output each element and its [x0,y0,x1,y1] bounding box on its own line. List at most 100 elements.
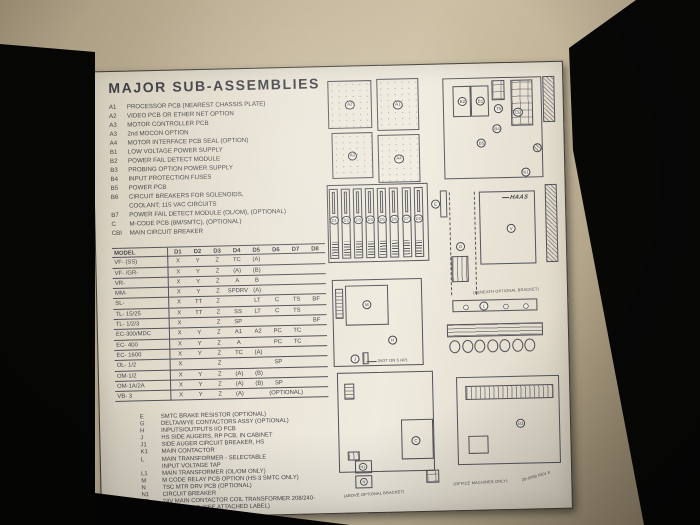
coil [499,338,511,353]
drive-cell: TT [194,299,203,306]
assembly-code: C [111,220,117,228]
major-sub-assemblies-label: MAJOR SUB-ASSEMBLIES A1 PROCESSOR PCB (N… [90,60,574,520]
drive-connector [368,191,372,214]
drive-cell: PC [273,328,282,335]
drive-cell: BF [312,317,321,324]
drive-label: D1 [329,216,339,225]
assembly-code: B1 [109,148,118,157]
drive-cell [190,359,210,370]
drive-cell: TS [292,297,301,304]
drive-cell: Y [195,258,200,265]
component-label-h: H [388,335,398,345]
delta-wye-contactors [451,255,469,283]
drive-connector [380,190,384,213]
drive-cell: X [177,310,182,317]
drive-cell: TT [195,309,203,316]
terminal-dot [523,303,529,309]
assembly-code: B7 [111,211,119,219]
part-number-rev: 29-0059 REV E [521,469,552,483]
drive-terminals [391,240,399,255]
drive-cell: TC [232,257,241,264]
assembly-code: B4 [110,175,119,183]
coil [524,338,536,352]
drive-cell: Z [215,257,220,264]
drive-cell: X [176,269,181,276]
main-transformer [446,318,544,360]
drive-terminals [355,241,362,256]
drive-cell [308,377,328,388]
drive-cell [267,275,287,286]
drive-cell [266,254,286,265]
drive-cell [288,357,308,368]
drive-cell: A1 [234,329,243,336]
drive-cell [189,318,209,329]
drive-cell: B [254,277,259,284]
drive-cell [306,274,326,285]
small-module [468,435,489,454]
drive-slot: D5 [377,187,388,258]
drive-cell [288,347,308,358]
model-cell: VB- 3 [115,390,172,403]
drive-cell [268,316,288,327]
table-body: VF- (SS) X Y Z TC (A) VF- /GR- X Y [112,253,329,403]
drive-cell: TC [293,338,302,345]
drive-connector [343,191,348,214]
drive-label: D3 [353,215,363,225]
drive-cell [228,296,248,307]
fuse-block [491,80,505,101]
drive-cell: (A) [235,370,244,377]
drive-cell [306,305,326,316]
board-label-a4: A4 [394,153,404,164]
assembly-code: A3 [109,130,118,139]
drive-cell: X [176,258,181,265]
assemblies-list: A1 PROCESSOR PCB (NEAREST CHASSIS PLATE)… [109,98,330,238]
module-n: N [355,475,373,489]
drive-cell: X [176,289,181,296]
component-label-l: L [479,301,489,311]
drive-cell: (B) [255,380,264,387]
drive-cell: Z [217,329,221,336]
assembly-code: B3 [110,166,118,174]
drive-terminals [403,240,411,255]
drive-cell: Y [195,268,200,275]
drive-cell: (A) [235,380,244,388]
transformer-m-box: M [344,284,389,326]
drive-cell: Y [197,340,202,347]
drive-cell: X [178,382,183,389]
drive-label: D7 [401,214,411,224]
drive-connector [404,190,408,213]
drive-cell: X [178,351,183,358]
coil [474,339,486,353]
module-b2: B2 [452,85,472,118]
drive-cell: Z [215,278,220,285]
drive-cell: Y [196,278,201,285]
small-connector [426,469,440,483]
hatched-circle [532,143,542,153]
drive-cell: X [177,320,182,327]
drive-cell: SS [234,308,243,316]
drive-cell: LT [254,298,261,305]
drive-connector [416,189,420,213]
drive-slot: D2 [340,188,352,259]
drive-cell: Z [218,381,222,388]
drive-cell: (OPTIONAL) [269,389,304,397]
board-a2: A2 [327,80,373,130]
drive-cell [289,388,309,399]
board-a4: A4 [377,133,421,183]
drive-cell: SP [234,319,243,326]
coil [449,340,461,354]
drive-cell: (B) [252,267,261,274]
drive-cell: A2 [254,328,262,336]
drive-cell: (A) [254,349,263,356]
drive-cell [307,326,327,337]
drive-cell [306,284,326,295]
drive-cell: X [177,341,183,348]
drive-cell: Z [215,268,220,275]
drive-label: D6 [389,214,399,224]
drive-cell [306,264,326,275]
drive-cell: Z [216,288,220,295]
drive-cell: SP [274,380,283,387]
drive-cell: Z [217,340,222,347]
assembly-code: B5 [110,184,119,192]
